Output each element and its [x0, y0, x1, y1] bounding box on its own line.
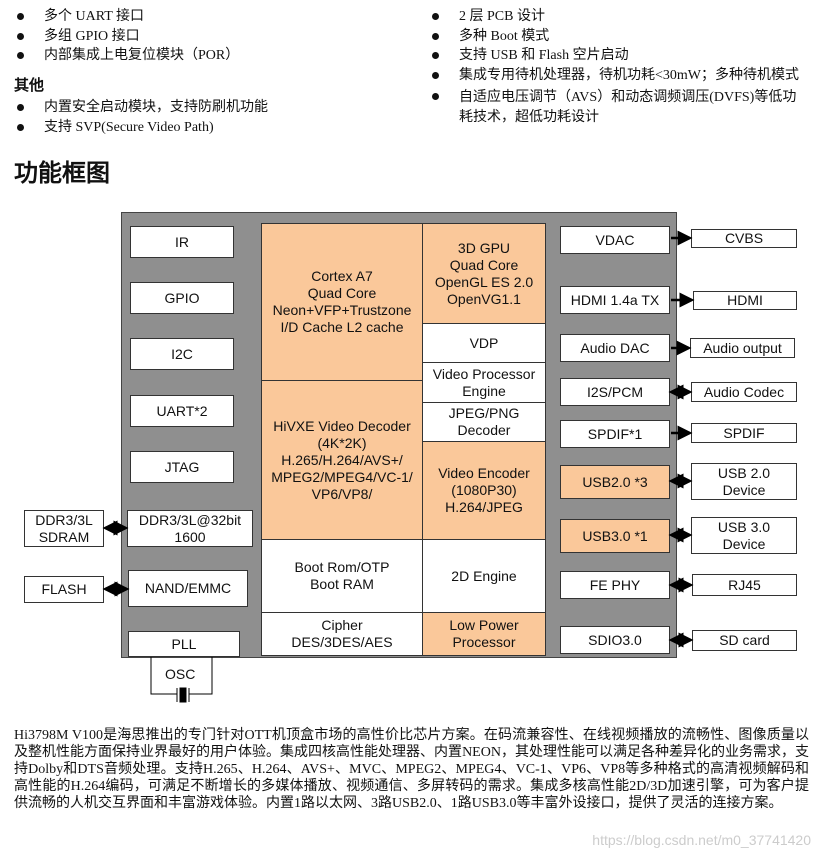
block-gpu: 3D GPU Quad Core OpenGL ES 2.0 OpenVG1.1 — [422, 223, 546, 324]
block-vdac: VDAC — [560, 226, 670, 254]
external-hdmi: HDMI — [693, 291, 797, 310]
crystal-icon — [179, 687, 187, 703]
block-ddr: DDR3/3L@32bit 1600 — [127, 510, 253, 547]
block-video-encoder: Video Encoder (1080P30) H.264/JPEG — [422, 441, 546, 540]
block-usb3: USB3.0 *1 — [560, 519, 670, 553]
block-spdif: SPDIF*1 — [560, 420, 670, 448]
external-audio-codec: Audio Codec — [691, 382, 797, 402]
block-low-power: Low Power Processor — [422, 612, 546, 656]
bullet-icon — [17, 124, 24, 131]
block-uart: UART*2 — [130, 395, 234, 427]
block-jtag: JTAG — [130, 451, 234, 483]
block-i2s-pcm: I2S/PCM — [560, 378, 670, 406]
external-sd-card: SD card — [692, 630, 797, 651]
block-vpe: Video Processor Engine — [422, 362, 546, 403]
external-usb3-device: USB 3.0 Device — [691, 517, 797, 554]
block-boot-rom: Boot Rom/OTP Boot RAM — [261, 539, 423, 613]
block-cpu: Cortex A7 Quad Core Neon+VFP+Trustzone I… — [261, 223, 423, 381]
bullet-icon — [432, 13, 439, 20]
block-hdmi-tx: HDMI 1.4a TX — [560, 286, 670, 314]
external-ddr-sdram: DDR3/3L SDRAM — [24, 510, 104, 547]
bullet-icon — [432, 52, 439, 59]
block-gpio: GPIO — [130, 282, 234, 314]
bullet-icon — [432, 33, 439, 40]
external-spdif: SPDIF — [691, 423, 797, 443]
description-paragraph: Hi3798M V100是海思推出的专门针对OTT机顶盒市场的高性价比芯片方案。… — [14, 728, 809, 811]
section-title: 功能框图 — [14, 159, 110, 187]
bullet-icon — [17, 52, 24, 59]
bullet-icon — [432, 72, 439, 79]
block-nand-emmc: NAND/EMMC — [128, 570, 248, 607]
bullet-icon — [17, 33, 24, 40]
block-video-decoder: HiVXE Video Decoder (4K*2K) H.265/H.264/… — [261, 380, 423, 540]
external-flash: FLASH — [24, 576, 104, 603]
block-audio-dac: Audio DAC — [560, 334, 670, 362]
other-heading: 其他 — [14, 76, 45, 94]
block-ir: IR — [130, 226, 234, 258]
bullet-icon — [432, 93, 439, 100]
watermark: https://blog.csdn.net/m0_37741420 — [592, 832, 811, 848]
block-pll: PLL — [128, 631, 240, 657]
bullet-icon — [17, 104, 24, 111]
osc-label: OSC — [165, 666, 196, 682]
bullet-icon — [17, 13, 24, 20]
external-usb2-device: USB 2.0 Device — [691, 463, 797, 500]
osc-circuit — [150, 657, 213, 703]
block-usb2: USB2.0 *3 — [560, 465, 670, 499]
block-i2c: I2C — [130, 338, 234, 370]
block-cipher: Cipher DES/3DES/AES — [261, 612, 423, 656]
block-fe-phy: FE PHY — [560, 571, 670, 599]
external-cvbs: CVBS — [691, 229, 797, 248]
external-audio-output: Audio output — [690, 338, 795, 358]
block-vdp: VDP — [422, 323, 546, 363]
